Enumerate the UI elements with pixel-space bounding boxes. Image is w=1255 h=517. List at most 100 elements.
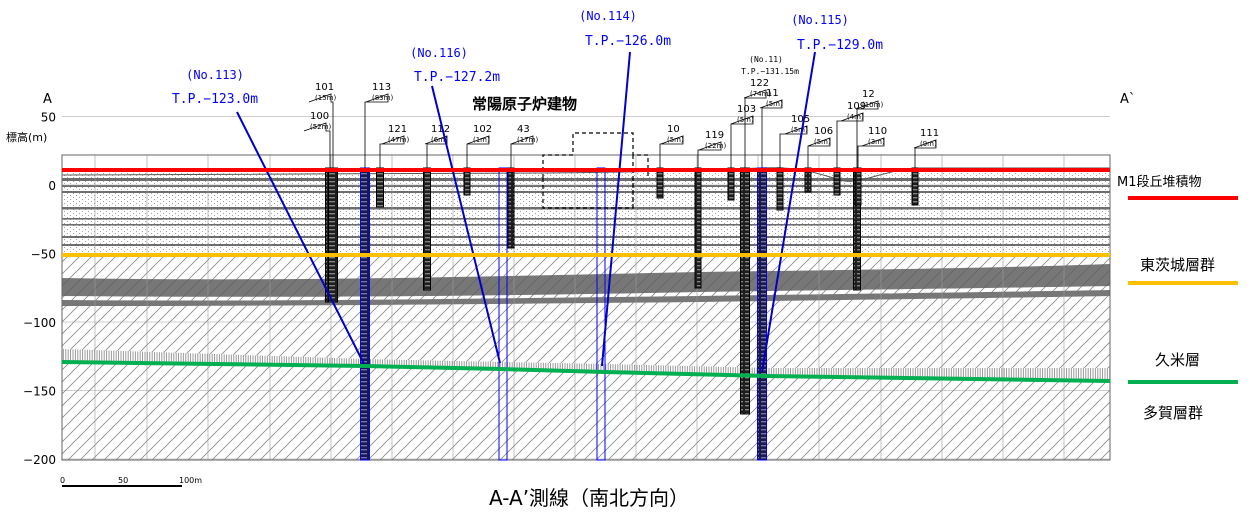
section-start-label: A	[43, 92, 52, 107]
borehole-column	[423, 167, 431, 291]
borehole-leader	[779, 125, 808, 168]
reactor-building-outline	[542, 132, 649, 209]
lower-clay-band	[62, 290, 1110, 306]
callout-tp: T.P.−127.2m	[414, 70, 500, 85]
borehole-leader	[303, 122, 331, 168]
scale-label: 0	[60, 476, 65, 485]
elevation-tick-label: −50	[31, 248, 56, 262]
borehole-number: 112	[431, 124, 450, 135]
borehole-depth: (22m)	[705, 142, 726, 150]
callout-tp: T.P.−129.0m	[797, 38, 883, 53]
borehole-number: 109	[847, 101, 866, 112]
borehole-leader	[743, 89, 767, 168]
borehole-column	[507, 167, 515, 249]
borehole-depth: (5m)	[667, 136, 684, 144]
borehole-leader	[379, 135, 405, 168]
callout-id: (No.113)	[186, 68, 244, 82]
borehole-number: 10	[667, 124, 680, 135]
elevation-tick-label: −150	[23, 385, 56, 399]
borehole-leader	[730, 115, 754, 168]
borehole-leader	[759, 99, 783, 168]
borehole-depth: (6m)	[431, 136, 448, 144]
borehole: 111(9m)	[911, 128, 939, 206]
borehole-number: 113	[372, 82, 391, 93]
callout-id: (No.115)	[791, 13, 849, 27]
borehole-column	[463, 167, 471, 196]
borehole-column	[328, 167, 338, 303]
borehole-number: 122	[750, 78, 769, 89]
callout-id: (No.116)	[410, 46, 468, 60]
scale-label: 50	[118, 476, 128, 485]
kume-formation-band	[62, 349, 1110, 380]
elevation-tick-label: 0	[48, 179, 56, 193]
borehole-leader	[836, 112, 864, 168]
callout-id: (No.114)	[579, 9, 637, 23]
borehole-depth: (15m)	[315, 94, 336, 102]
borehole-depth: (9m)	[920, 140, 937, 148]
borehole-column	[360, 167, 370, 461]
borehole-depth: (74m)	[750, 90, 771, 98]
boreholes: 100(52m) 101(15m) 113(83m) 121(47m) 112(6m) 1…	[303, 78, 939, 461]
borehole-leader	[855, 100, 879, 168]
dark-clay-band	[62, 264, 1110, 297]
borehole-number: 43	[517, 124, 530, 135]
borehole-number: 111	[920, 128, 939, 139]
borehole-column	[757, 167, 767, 461]
borehole-column	[776, 167, 784, 211]
borehole-depth: (5m)	[766, 100, 783, 108]
borehole-leader	[466, 135, 490, 168]
section-end-label: A`	[1120, 92, 1135, 107]
borehole-depth: (5m)	[814, 138, 831, 146]
borehole-number: 105	[791, 114, 810, 125]
borehole-depth: (52m)	[310, 123, 331, 131]
kume-boundary-line	[61, 360, 1111, 383]
borehole: 103(5m)	[727, 104, 756, 201]
borehole-number: 110	[868, 126, 887, 137]
legend-label: 久米層	[1155, 351, 1200, 369]
borehole-column	[911, 167, 919, 206]
plot-frame	[61, 154, 1111, 461]
borehole-leader	[697, 141, 722, 168]
borehole-number: 121	[388, 124, 407, 135]
borehole-leader	[807, 137, 831, 168]
borehole-depth: (17m)	[517, 136, 538, 144]
borehole-column	[833, 167, 841, 196]
borehole-number: 12	[862, 89, 875, 100]
borehole-leader	[659, 135, 684, 168]
borehole-depth: (5m)	[737, 116, 754, 124]
borehole-depth: (1m)	[473, 136, 490, 144]
borehole-number: 11	[766, 88, 779, 99]
legend-label: 多賀層群	[1143, 404, 1203, 422]
borehole-depth: (83m)	[372, 94, 393, 102]
borehole-column	[376, 167, 384, 208]
callout-id: (No.11)	[749, 55, 783, 64]
borehole-depth: (5m)	[791, 126, 808, 134]
building-label: 常陽原子炉建物	[472, 95, 577, 113]
elevation-axis: 500−50−100−150−200	[23, 111, 56, 468]
borehole-number: 106	[814, 126, 833, 137]
callout-tp: T.P.−131.15m	[741, 67, 799, 76]
borehole-number: 100	[310, 111, 329, 122]
section-caption: A-A’測線（南北方向）	[489, 486, 689, 510]
legend-label: 東茨城層群	[1140, 256, 1215, 274]
borehole-depth: (47m)	[388, 136, 409, 144]
borehole-leader	[308, 93, 334, 168]
borehole-number: 101	[315, 82, 334, 93]
elevation-tick-label: −200	[23, 453, 56, 467]
borehole-number: 102	[473, 124, 492, 135]
borehole-leader	[510, 135, 534, 168]
elevation-axis-title: 標高(m)	[6, 130, 47, 144]
borehole-column	[854, 167, 862, 206]
taga-group-hatch	[62, 362, 1110, 460]
borehole-depth: (4m)	[847, 113, 864, 121]
borehole-column	[656, 167, 664, 199]
borehole-number: 119	[705, 130, 724, 141]
scale-label: 100m	[179, 476, 202, 485]
upper-sediments	[62, 170, 1110, 255]
legend-label: M1段丘堆積物	[1117, 175, 1202, 190]
scale-bar: 0 50 100m	[60, 476, 202, 487]
leader-lines	[236, 51, 816, 373]
elevation-tick-label: 50	[41, 111, 56, 125]
